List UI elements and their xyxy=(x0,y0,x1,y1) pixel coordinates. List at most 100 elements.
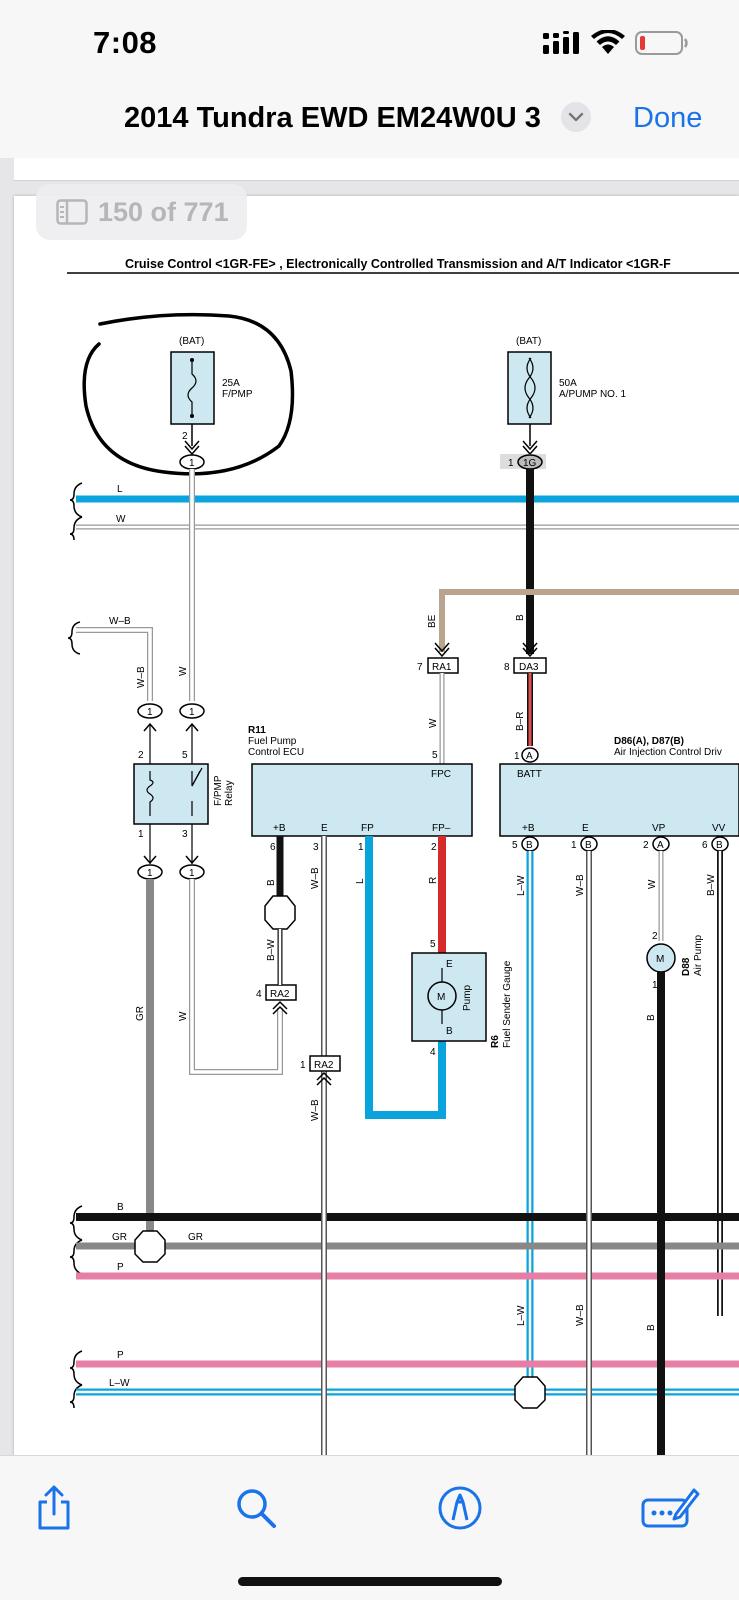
d86-connector-1: B xyxy=(526,840,533,851)
d86-connector-4: B xyxy=(716,840,723,851)
diagram-header: Cruise Control <1GR-FE> , Electronically… xyxy=(125,257,671,271)
chevron-down-icon xyxy=(568,112,584,122)
d86-pin-5: 5 xyxy=(512,840,518,851)
lw-splice-point xyxy=(514,1376,546,1409)
r6-motor: M xyxy=(437,992,445,1003)
r11-terminal-fp: FP xyxy=(361,823,374,834)
connector-da3-label: DA3 xyxy=(519,662,539,673)
wire-label-w: W xyxy=(116,514,126,525)
wiring-diagram: Cruise Control <1GR-FE> , Electronically… xyxy=(67,257,739,1455)
r11-name2: Control ECU xyxy=(248,747,304,758)
wire-label-lw-2: L–W xyxy=(516,1305,527,1326)
wire-label-gr-bus: GR xyxy=(112,1232,127,1243)
page-indicator-label: 150 of 771 xyxy=(98,196,229,227)
connector-ra1-pin: 7 xyxy=(417,662,423,673)
r11-pin-2: 2 xyxy=(431,842,437,853)
r6-terminal-b: B xyxy=(446,1026,453,1037)
status-bar: 7:08 xyxy=(0,0,739,88)
battery-low-icon xyxy=(635,31,688,55)
fuel-pump-control-ecu xyxy=(251,763,473,837)
r11-pin-1: 1 xyxy=(358,842,364,853)
wire-label-wb-6: W–B xyxy=(575,1304,586,1326)
fuse1-rating: 25A xyxy=(222,378,240,389)
d86-name: Air Injection Control Driv xyxy=(614,747,722,758)
fuse1-connector: 1 xyxy=(189,458,195,469)
d86-pin-2: 2 xyxy=(643,840,649,851)
wire-label-bw-2: B–W xyxy=(706,874,717,896)
wire-label-w-2: W xyxy=(178,666,189,676)
wire-label-p: P xyxy=(117,1262,124,1273)
fuse1-source: (BAT) xyxy=(179,336,204,347)
r6-id: R6 xyxy=(490,1035,501,1048)
navigation-bar: 2014 Tundra EWD EM24W0U 3 Done xyxy=(0,88,739,159)
wire-label-p-2: P xyxy=(117,1350,124,1361)
share-button[interactable] xyxy=(30,1484,78,1532)
relay-pin-5: 5 xyxy=(182,750,188,761)
document-title[interactable]: 2014 Tundra EWD EM24W0U 3 xyxy=(124,102,541,134)
d86-connector-2: B xyxy=(585,840,592,851)
d86-terminal-e: E xyxy=(582,823,589,834)
wire-label-br: B–R xyxy=(515,712,526,731)
r11-terminal-fpm: FP– xyxy=(432,823,451,834)
fpmp-relay xyxy=(133,763,209,825)
wire-label-gr: GR xyxy=(135,1006,146,1021)
d86-id: D86(A), D87(B) xyxy=(614,736,684,747)
wire-label-wb: W–B xyxy=(109,616,131,627)
wire-label-wb-4: W–B xyxy=(310,1099,321,1121)
fuse2-rating: 50A xyxy=(559,378,577,389)
form-fill-button[interactable] xyxy=(640,1484,700,1532)
fuse2-source: (BAT) xyxy=(516,336,541,347)
page-indicator[interactable]: 150 of 771 xyxy=(36,184,247,240)
fuse1-pin: 2 xyxy=(182,431,188,442)
wire-label-r: R xyxy=(428,877,439,884)
r6-pin-5: 5 xyxy=(430,939,436,950)
connector-ra1-label: RA1 xyxy=(432,662,452,673)
gr-splice-point xyxy=(134,1230,166,1263)
air-injection-control-driver xyxy=(499,763,739,837)
r6-pin-4: 4 xyxy=(430,1047,436,1058)
connector-1-relay-a xyxy=(137,703,163,719)
status-time: 7:08 xyxy=(93,25,158,60)
wire-label-gr-bus-2: GR xyxy=(188,1232,203,1243)
r11-name1: Fuel Pump xyxy=(248,736,297,747)
r6-terminal-e: E xyxy=(446,959,453,970)
share-icon xyxy=(38,1485,70,1530)
d86-pin-1: 1 xyxy=(571,840,577,851)
title-menu-button[interactable] xyxy=(561,102,591,132)
relay-name: F/PMP xyxy=(213,775,224,806)
wire-label-be: BE xyxy=(427,614,438,628)
r11-fpc-pin: 5 xyxy=(432,750,438,761)
markup-button[interactable] xyxy=(436,1484,484,1532)
relay-connector-c: 1 xyxy=(147,868,153,879)
cellular-signal-icon xyxy=(543,31,579,54)
pdf-page[interactable]: Cruise Control <1GR-FE> , Electronically… xyxy=(14,196,739,1455)
d86-batt-connector: A xyxy=(526,751,533,762)
connector-ra2-label: RA2 xyxy=(270,989,290,1000)
search-button[interactable] xyxy=(232,1484,280,1532)
connector-ra2b-pin: 1 xyxy=(300,1060,306,1071)
d88-name: Air Pump xyxy=(693,934,704,976)
r11-id: R11 xyxy=(248,725,266,736)
d88-pin-2: 2 xyxy=(652,931,658,942)
fuse2-pin: 1 xyxy=(508,458,514,469)
markup-icon xyxy=(438,1486,482,1530)
wire-label-lw-bus: L–W xyxy=(109,1378,130,1389)
d86-pin-6: 6 xyxy=(702,840,708,851)
wire-label-lw: L–W xyxy=(516,875,527,896)
wire-label-wb-2: W–B xyxy=(136,666,147,688)
r6-name: Fuel Sender Gauge xyxy=(502,960,513,1048)
pdf-viewer[interactable]: Cruise Control <1GR-FE> , Electronically… xyxy=(0,158,739,1455)
wifi-icon xyxy=(591,30,625,54)
form-fill-icon xyxy=(641,1488,700,1528)
done-button[interactable]: Done xyxy=(633,102,703,134)
wire-label-wb-3: W–B xyxy=(310,867,321,889)
wire-label-l-2: L xyxy=(355,878,366,884)
wire-label-b-4: B xyxy=(646,1324,657,1331)
status-icons xyxy=(543,30,689,56)
connector-1-relay-b xyxy=(179,703,205,719)
connector-ra2-pin: 4 xyxy=(256,989,262,1000)
fuse2-name: A/PUMP NO. 1 xyxy=(559,389,626,400)
d88-motor: M xyxy=(656,954,664,965)
wire-label-l: L xyxy=(117,484,123,495)
handwritten-circle-annotation xyxy=(82,312,295,476)
